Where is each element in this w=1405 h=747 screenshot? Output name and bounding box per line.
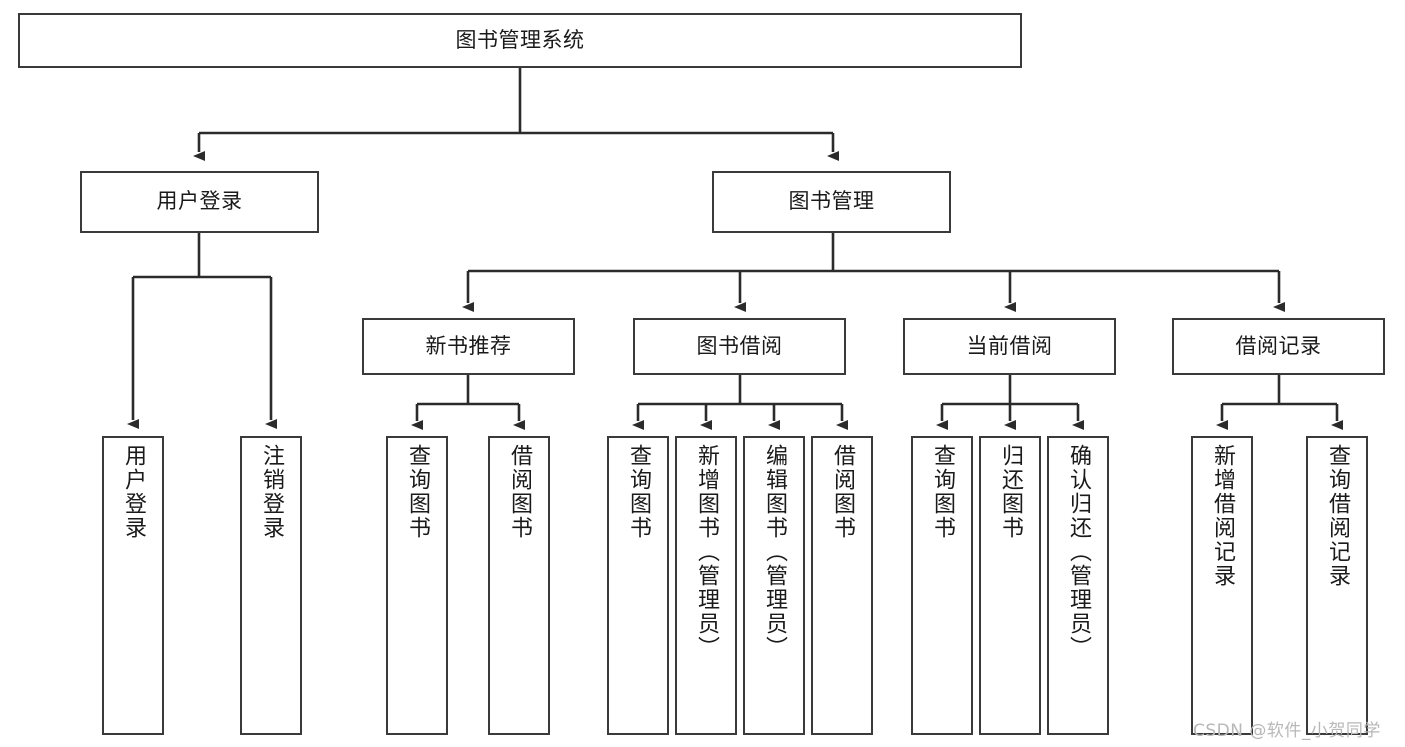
leaf-label: 归还图书	[998, 444, 1023, 540]
leaf-label: 新增借阅记录	[1210, 444, 1235, 588]
leaf-label: 查询图书	[405, 444, 430, 540]
leaf-book-borrow-edit-book-admin[interactable]: 编辑图书（管理员）	[743, 436, 805, 735]
leaf-book-borrow-borrow-book[interactable]: 借阅图书	[811, 436, 873, 735]
node-root-label: 图书管理系统	[455, 27, 585, 52]
node-book-borrow[interactable]: 图书借阅	[633, 318, 846, 375]
node-user-login[interactable]: 用户登录	[80, 171, 319, 233]
node-current-borrow-label: 当前借阅	[966, 333, 1053, 358]
leaf-current-borrow-query-book[interactable]: 查询图书	[911, 436, 973, 735]
node-book-management-label: 图书管理	[788, 189, 875, 214]
node-user-login-label: 用户登录	[156, 189, 243, 214]
csdn-watermark: CSDN @软件_小贺同学	[1193, 721, 1381, 741]
leaf-label: 借阅图书	[830, 444, 855, 540]
node-new-book-recommend-label: 新书推荐	[425, 333, 512, 358]
node-new-book-recommend[interactable]: 新书推荐	[362, 318, 575, 375]
leaf-current-borrow-return-book[interactable]: 归还图书	[979, 436, 1041, 735]
leaf-borrow-record-query-record[interactable]: 查询借阅记录	[1306, 436, 1368, 735]
leaf-label: 新增图书（管理员）	[694, 444, 719, 660]
node-book-borrow-label: 图书借阅	[696, 333, 783, 358]
leaf-new-book-query-book[interactable]: 查询图书	[386, 436, 448, 735]
leaf-borrow-record-add-record[interactable]: 新增借阅记录	[1191, 436, 1253, 735]
leaf-label: 查询图书	[626, 444, 651, 540]
node-current-borrow[interactable]: 当前借阅	[903, 318, 1116, 375]
leaf-label: 用户登录	[121, 444, 146, 540]
node-root-book-management-system[interactable]: 图书管理系统	[18, 13, 1022, 68]
leaf-current-borrow-confirm-return-admin[interactable]: 确认归还（管理员）	[1047, 436, 1109, 735]
leaf-book-borrow-query-book[interactable]: 查询图书	[607, 436, 669, 735]
leaf-new-book-borrow-book[interactable]: 借阅图书	[488, 436, 550, 735]
node-book-management[interactable]: 图书管理	[712, 171, 951, 233]
leaf-label: 查询图书	[930, 444, 955, 540]
leaf-book-borrow-add-book-admin[interactable]: 新增图书（管理员）	[675, 436, 737, 735]
leaf-label: 编辑图书（管理员）	[762, 444, 787, 660]
leaf-label: 查询借阅记录	[1325, 444, 1350, 588]
node-borrow-record-label: 借阅记录	[1235, 333, 1322, 358]
node-borrow-record[interactable]: 借阅记录	[1172, 318, 1385, 375]
leaf-label: 借阅图书	[507, 444, 532, 540]
leaf-label: 确认归还（管理员）	[1066, 444, 1091, 660]
leaf-user-login-logout[interactable]: 注销登录	[240, 436, 302, 735]
leaf-label: 注销登录	[259, 444, 284, 540]
leaf-user-login-login[interactable]: 用户登录	[102, 436, 164, 735]
